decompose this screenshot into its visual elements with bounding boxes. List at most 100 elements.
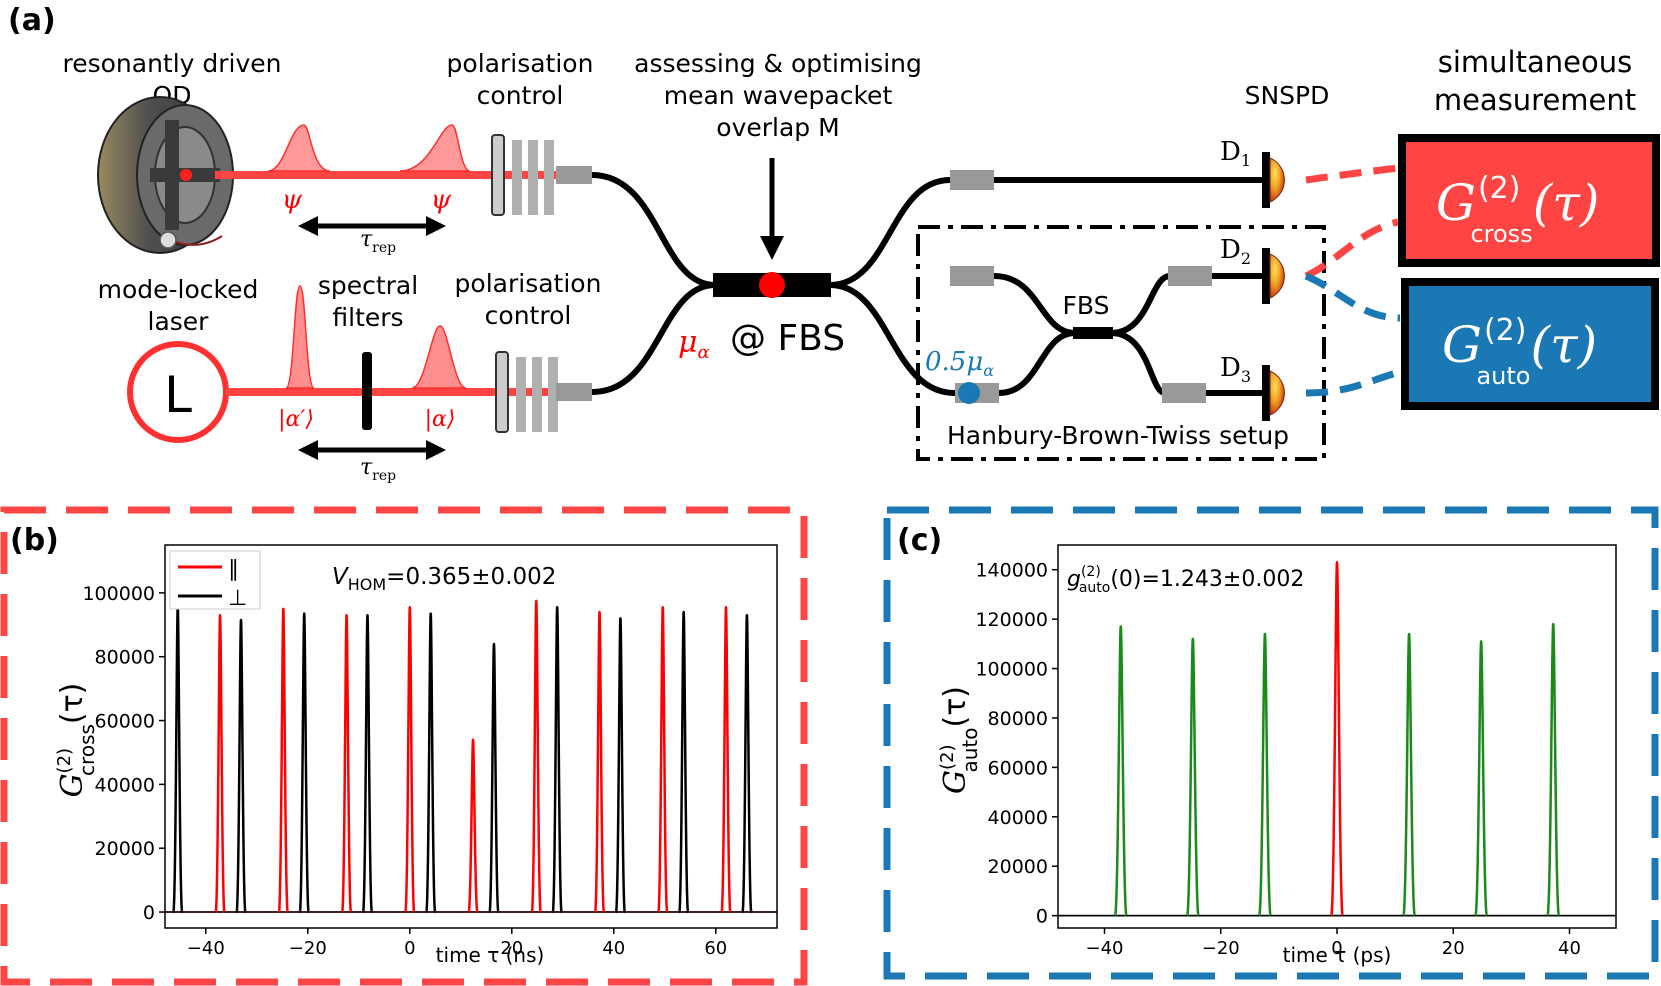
hbt-fibre-4 — [1110, 330, 1167, 396]
hbt-box — [916, 225, 1326, 461]
plot-b-xtick-label: 0 — [404, 938, 415, 959]
mu-alpha: μα — [678, 325, 710, 363]
hbt-input-dot — [958, 382, 980, 404]
fbs-overlap-dot — [759, 272, 785, 298]
plot-c-ytick-label: 60000 — [988, 757, 1048, 779]
plot-b-legend — [169, 550, 261, 610]
laser-label-line1: mode-locked — [98, 275, 259, 304]
legend-parallel: ∥ — [228, 557, 239, 582]
plot-b-peak — [530, 599, 542, 914]
plot-c-ylabel: G(2)auto(τ) — [937, 686, 982, 794]
plot-b-peak — [614, 617, 627, 914]
qd-wavepacket-1 — [267, 124, 331, 172]
detector-d1-label: D1 — [1220, 137, 1251, 170]
plot-b-peak — [404, 605, 416, 914]
qd-label-line1: resonantly driven — [62, 49, 281, 78]
plot-b-peak — [741, 613, 753, 914]
plot-c-ytick-label: 120000 — [975, 609, 1048, 631]
assess-label-line3: overlap M — [716, 113, 839, 142]
laser-pulse-2 — [411, 325, 467, 389]
connector-top-left — [556, 166, 592, 184]
filter-label-line2: filters — [332, 303, 403, 332]
plot-c-peak — [1257, 632, 1272, 917]
sim-label-line1: simultaneous — [1438, 45, 1632, 79]
signal-d2-cross — [1304, 218, 1399, 280]
plot-c-peak — [1402, 632, 1417, 917]
plot-b-peak — [214, 613, 226, 914]
plot-c-ytick-label: 20000 — [988, 856, 1048, 878]
snspd-label: SNSPD — [1245, 81, 1330, 110]
alpha-prime-label: |α′⟩ — [278, 407, 314, 432]
plot-c-peak — [1474, 640, 1489, 917]
connector-hbt-unused — [950, 266, 994, 286]
psi-label-2: ψ — [431, 185, 452, 215]
plot-b-xtick-label: −40 — [187, 938, 225, 959]
plot-c-peak — [1546, 622, 1561, 917]
legend-perpendicular: ⊥ — [228, 586, 247, 611]
fibre-bottom-in — [591, 282, 716, 395]
detector-d2-label: D2 — [1220, 235, 1251, 268]
plot-c-ytick-label: 100000 — [975, 659, 1048, 681]
signal-d1-cross — [1305, 164, 1399, 184]
plot-b-peak — [720, 605, 732, 914]
signal-d2-auto — [1304, 272, 1401, 322]
half-mu-label: 0.5μα — [925, 347, 994, 380]
plot-b-peak — [678, 610, 690, 914]
detector-d2-icon — [1262, 248, 1285, 304]
pol-label-bottom-line2: control — [485, 301, 572, 330]
visibility-label: VHOM=0.365±0.002 — [332, 564, 556, 594]
laser-glyph: L — [164, 366, 192, 424]
qd-beam — [215, 171, 570, 179]
hbt-label: Hanbury-Brown-Twiss setup — [947, 421, 1289, 450]
connector-d1 — [950, 170, 994, 190]
plot-c-ytick-label: 80000 — [988, 708, 1048, 730]
fibre-top-out — [829, 177, 951, 288]
plot-b-peak — [467, 738, 479, 914]
fibre-bottom-out — [829, 282, 956, 396]
fibre-top-in — [591, 172, 716, 288]
tau-rep-bottom: τrep — [360, 455, 396, 484]
plot-b-peak — [657, 605, 669, 914]
plot-b-peak — [277, 607, 289, 914]
g-auto-label: G(2)auto(τ) — [1442, 313, 1597, 390]
pol-label-bottom-line1: polarisation — [455, 269, 602, 298]
plot-b-xtick-label: 20 — [500, 938, 523, 959]
connector-d2 — [1168, 266, 1212, 286]
qd-cryostat-icon — [97, 96, 234, 254]
plot-b-peak — [488, 642, 500, 914]
alpha-label: |α⟩ — [425, 407, 456, 432]
plot-c-xlabel: time τ (ps) — [1283, 943, 1392, 967]
panel-c-tag: (c) — [897, 523, 942, 558]
plot-b-ylabel: G(2)cross(τ) — [54, 683, 99, 798]
hbt-fibre-2 — [998, 330, 1076, 396]
plot-b-peak — [361, 613, 374, 914]
filter-label-line1: spectral — [318, 271, 418, 300]
plot-b-peak — [593, 610, 606, 914]
g-auto-box — [1401, 278, 1659, 410]
plot-c-ytick-label: 140000 — [975, 560, 1048, 582]
plot-c-peak — [1113, 625, 1128, 917]
hbt-fibre-3 — [1110, 273, 1171, 336]
panel-c-frame — [883, 506, 1659, 980]
pol-label-top-line1: polarisation — [447, 49, 594, 78]
pol-control-top — [491, 134, 554, 216]
plot-b-peak — [551, 605, 563, 914]
tau-rep-arrow-top — [298, 216, 446, 236]
g2-zero-label: g(2)auto(0)=1.243±0.002 — [1067, 564, 1304, 596]
connector-bottom-left — [556, 383, 592, 401]
hbt-fbs — [1073, 327, 1113, 339]
hbt-fibre-1 — [993, 273, 1076, 336]
plot-c-xtick-label: −40 — [1086, 938, 1124, 959]
plot-c-ytick-label: 40000 — [988, 807, 1048, 829]
laser-pulse-1 — [285, 285, 315, 389]
plot-c-xtick-label: 0 — [1331, 938, 1342, 959]
plot-b-ytick-label: 80000 — [95, 647, 155, 669]
plot-c-peak — [1185, 637, 1200, 917]
psi-label-1: ψ — [282, 185, 303, 215]
plot-b-ytick-label: 20000 — [95, 838, 155, 860]
plot-c-frame — [1057, 544, 1617, 929]
detector-d1-icon — [1262, 152, 1285, 208]
plot-c-peak — [1330, 561, 1344, 917]
